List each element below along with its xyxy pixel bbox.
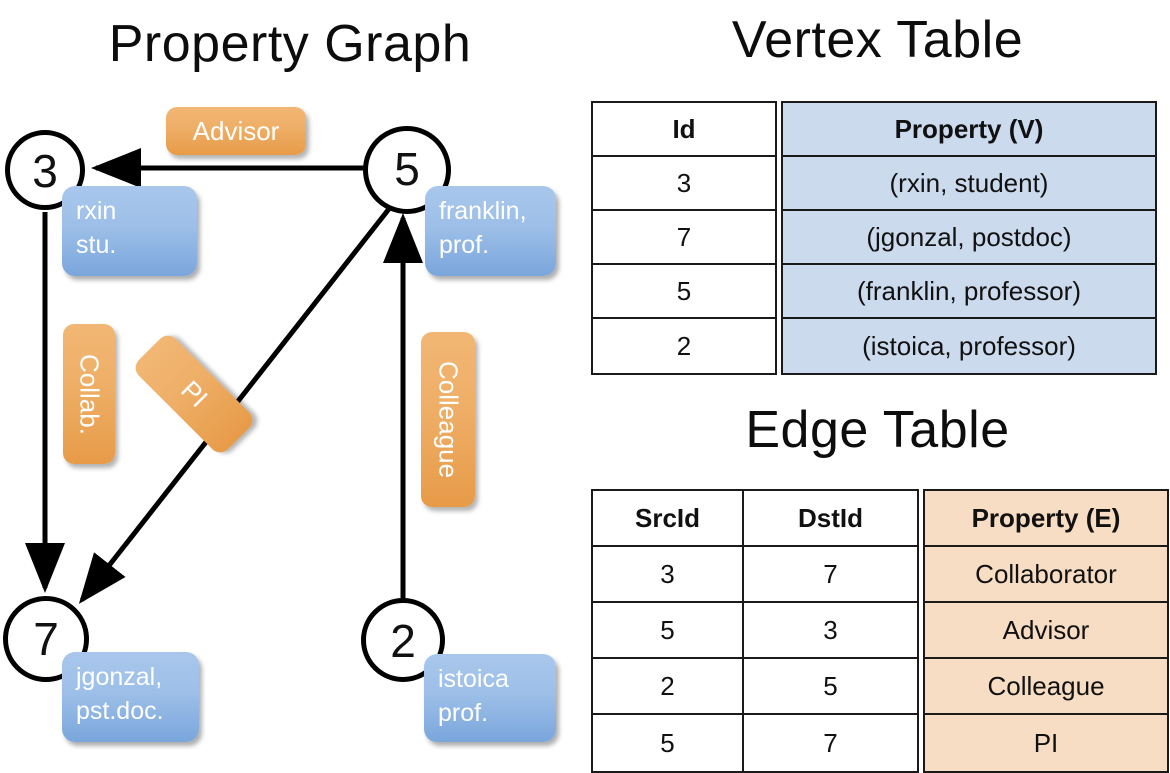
edge-table-srcid-column: SrcId 3 5 2 5 — [591, 489, 744, 773]
vertex-table-header-id: Id — [593, 103, 775, 157]
graph-node-5-property-box: franklin, prof. — [425, 186, 556, 276]
edge-table-dstid-column: DstId 7 3 5 7 — [744, 489, 919, 773]
table-row: 2 — [676, 330, 692, 361]
table-row: (istoica, professor) — [783, 319, 1155, 373]
table-row: 3 — [744, 603, 917, 659]
edge-table-header-srcid: SrcId — [593, 491, 742, 547]
table-row: 5 — [593, 265, 775, 319]
table-row: 2 — [593, 659, 742, 715]
vertex-table-id-column: Id 3 7 5 2 — [591, 101, 777, 375]
graph-node-3-property-box: rxin stu. — [62, 186, 197, 276]
edge-label-collab: Collab. — [63, 324, 115, 464]
vertex-table-property-column: Property (V) (rxin, student) (jgonzal, p… — [781, 101, 1157, 375]
graph-node-2-property-box: istoica prof. — [424, 654, 556, 742]
vertex-table: Id 3 7 5 2 Property (V) (rxin, student) … — [591, 101, 1157, 375]
graph-node-2-circle[interactable] — [361, 598, 445, 682]
edge-label-colleague: Colleague — [421, 332, 475, 507]
graph-node-2-label: 2 — [390, 615, 416, 667]
table-row: PI — [925, 715, 1167, 771]
table-row: 5 — [744, 659, 917, 715]
table-row: (franklin, professor) — [783, 265, 1155, 319]
graph-node-7-label: 7 — [33, 613, 59, 665]
edge-table-property-column: Property (E) Collaborator Advisor Collea… — [923, 489, 1169, 773]
edge-table-header-property: Property (E) — [925, 491, 1167, 547]
table-row: (rxin, student) — [783, 157, 1155, 211]
edge-table-header-dstid: DstId — [744, 491, 917, 547]
page-title-vertex-table: Vertex Table — [731, 11, 1024, 69]
table-row: Collaborator — [925, 547, 1167, 603]
table-row: 3 — [593, 547, 742, 603]
table-row: 7 — [593, 211, 775, 265]
table-row: Colleague — [925, 659, 1167, 715]
graph-node-3-label: 3 — [32, 145, 58, 197]
edge-label-advisor: Advisor — [166, 107, 306, 155]
table-row: (jgonzal, postdoc) — [783, 211, 1155, 265]
page-title-edge-table: Edge Table — [745, 401, 1010, 459]
vertex-table-header-property: Property (V) — [783, 103, 1155, 157]
edge-table: SrcId 3 5 2 5 DstId 7 3 5 7 Property (E)… — [591, 489, 1169, 773]
graph-node-5-label: 5 — [394, 143, 420, 195]
graph-node-5-circle[interactable] — [363, 126, 451, 214]
page-title-property-graph: Property Graph — [108, 15, 472, 73]
table-row: 7 — [823, 727, 838, 758]
table-row: 3 — [593, 157, 775, 211]
property-graph-panel: Property Graph 3 rxin stu. 5 franklin, p… — [0, 0, 585, 760]
table-row: 5 — [660, 727, 675, 758]
table-row: 5 — [593, 603, 742, 659]
table-row: Advisor — [925, 603, 1167, 659]
graph-node-7-property-box: jgonzal, pst.doc. — [62, 652, 199, 742]
table-row: 7 — [744, 547, 917, 603]
